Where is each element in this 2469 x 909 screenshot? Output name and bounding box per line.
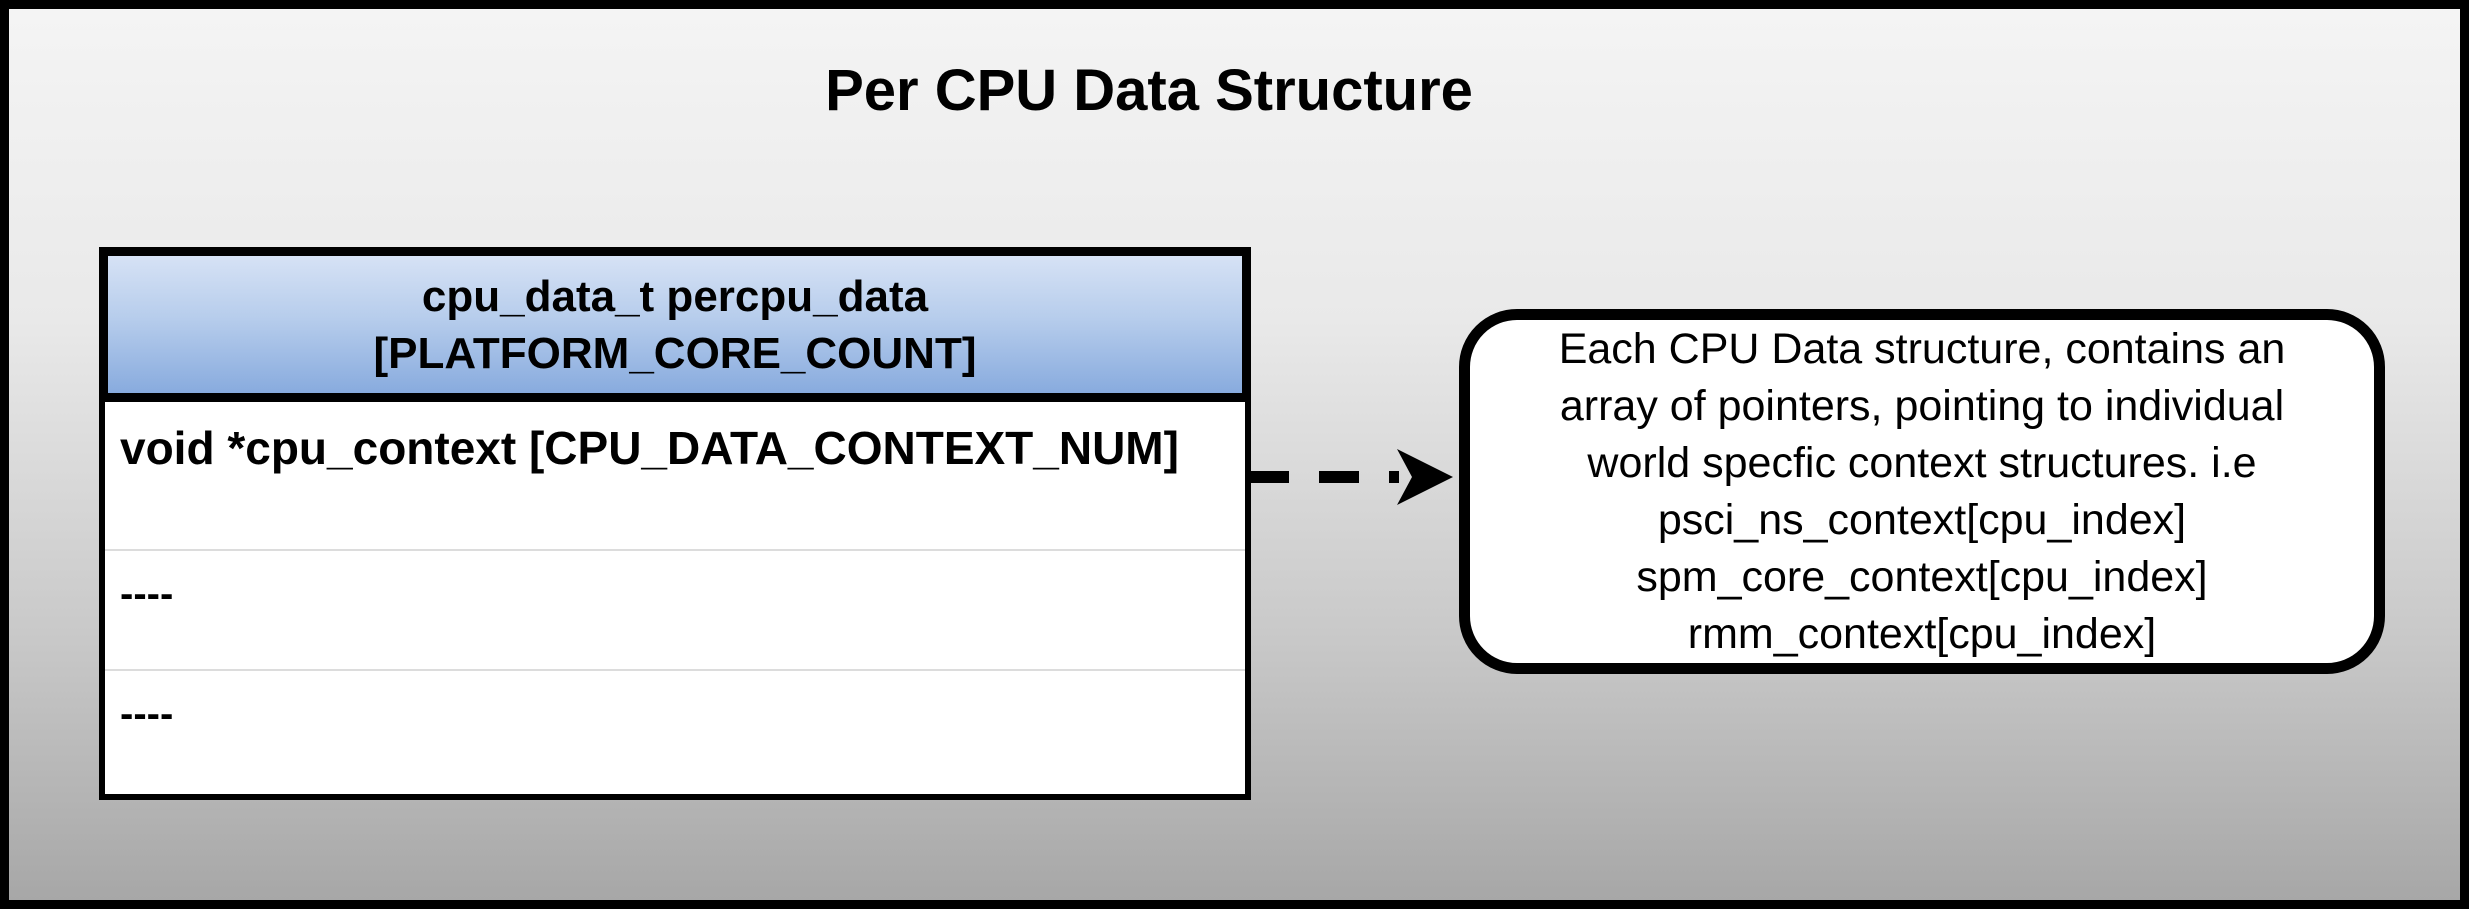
dashed-right-arrow-icon: [1249, 449, 1453, 505]
table-row: ----: [105, 671, 1245, 792]
callout-text-line: Each CPU Data structure, contains an: [1558, 324, 2286, 373]
callout-text-line: array of pointers, pointing to individua…: [1559, 381, 2285, 430]
table-body: void *cpu_context [CPU_DATA_CONTEXT_NUM]…: [99, 402, 1251, 800]
table-header: cpu_data_t percpu_data [PLATFORM_CORE_CO…: [99, 247, 1251, 402]
table-row: void *cpu_context [CPU_DATA_CONTEXT_NUM]: [105, 402, 1245, 551]
callout-text-line: spm_core_context[cpu_index]: [1636, 552, 2208, 601]
callout-text-line: world specfic context structures. i.e: [1587, 438, 2257, 487]
table-row-label: ----: [120, 692, 174, 736]
callout-box: Each CPU Data structure, contains an arr…: [1459, 309, 2385, 674]
percpu-data-table: cpu_data_t percpu_data [PLATFORM_CORE_CO…: [99, 247, 1251, 800]
table-row-label: ----: [120, 572, 174, 616]
page-title: Per CPU Data Structure: [825, 58, 1473, 123]
callout-text-line: rmm_context[cpu_index]: [1687, 609, 2157, 658]
table-header-line2: [PLATFORM_CORE_COUNT]: [373, 328, 977, 378]
table-row-label: void *cpu_context [CPU_DATA_CONTEXT_NUM]: [120, 422, 1179, 474]
callout-text-line: psci_ns_context[cpu_index]: [1657, 495, 2187, 544]
table-row: ----: [105, 551, 1245, 671]
table-header-line1: cpu_data_t percpu_data: [421, 271, 929, 321]
